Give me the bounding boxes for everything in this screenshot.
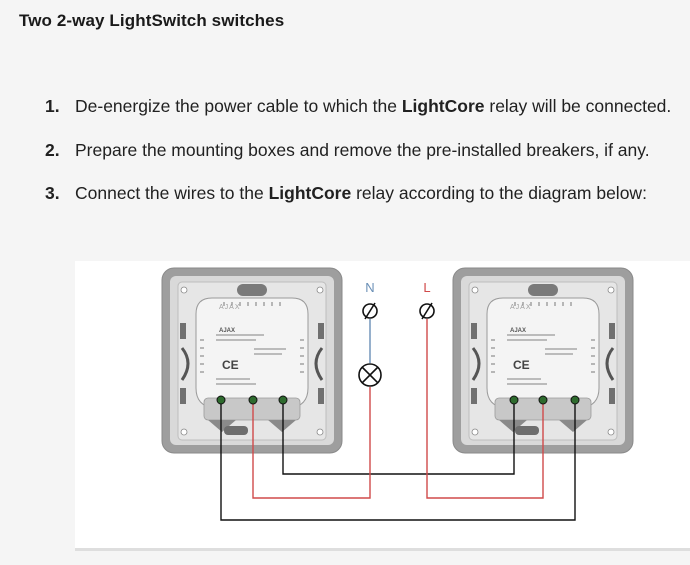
wires <box>220 319 576 521</box>
line-terminal-icon <box>419 302 435 320</box>
step-number: 3. <box>45 183 60 203</box>
neutral-terminal-icon <box>362 302 378 320</box>
terminals <box>216 395 580 405</box>
ce-mark: CE <box>513 358 530 372</box>
wiring-diagram-svg: AJAX AJAX CE AJAX AJAX CE <box>160 266 635 521</box>
content-divider <box>75 548 690 551</box>
page-title: Two 2-way LightSwitch switches <box>19 11 285 30</box>
line-label: L <box>423 280 430 295</box>
load-wire <box>252 387 371 499</box>
ce-mark: CE <box>222 358 239 372</box>
line-wire <box>426 319 544 499</box>
brand-text: AJAX <box>510 328 526 334</box>
right-switch: AJAX AJAX CE <box>451 266 635 455</box>
step-text: Prepare the mounting boxes and remove th… <box>75 140 650 160</box>
step-number: 2. <box>45 140 60 160</box>
left-switch: AJAX AJAX CE <box>160 266 344 455</box>
step-text: Connect the wires to the LightCore relay… <box>75 183 647 203</box>
lamp-icon <box>358 363 382 387</box>
wiring-diagram: AJAX AJAX CE AJAX AJAX CE <box>75 261 690 548</box>
neutral-label: N <box>365 280 374 295</box>
traveler-wire <box>220 400 576 521</box>
step-text: De-energize the power cable to which the… <box>75 96 672 116</box>
brand-text: AJAX <box>219 304 241 311</box>
brand-text: AJAX <box>219 328 235 334</box>
step-number: 1. <box>45 96 60 116</box>
brand-text: AJAX <box>510 304 532 311</box>
traveler-wire <box>282 400 515 475</box>
